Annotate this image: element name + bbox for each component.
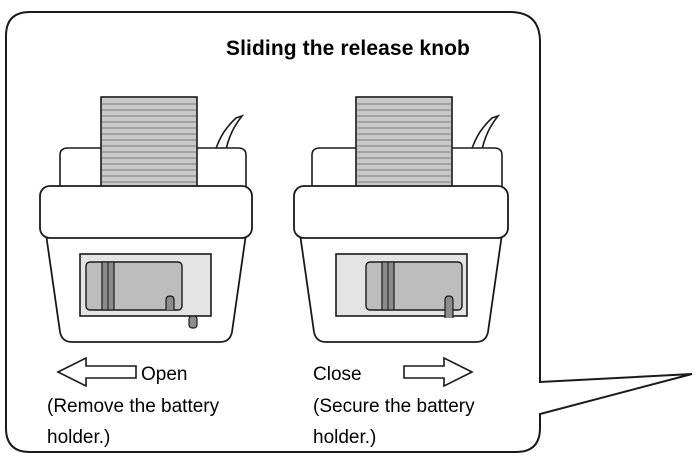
release-knob	[365, 261, 463, 311]
release-knob	[85, 261, 183, 311]
close-description-line1: (Secure the battery	[313, 396, 475, 417]
close-label: Close	[313, 364, 362, 385]
close-description-line2: holder.)	[313, 427, 377, 448]
open-description-line1: (Remove the battery	[47, 396, 220, 417]
diagram-title: Sliding the release knob	[226, 37, 470, 60]
arrow-left-icon	[56, 356, 137, 388]
device-open	[39, 96, 253, 343]
housing-cap	[293, 185, 509, 239]
open-label: Open	[141, 364, 188, 385]
latch-pin	[444, 295, 454, 318]
strap	[355, 96, 453, 200]
strap	[100, 96, 198, 200]
latch-pin	[165, 295, 175, 310]
housing-cap	[39, 185, 253, 239]
arrow-right-icon	[403, 356, 474, 388]
callout-bubble	[5, 11, 693, 453]
latch-tab	[188, 315, 198, 329]
open-description-line2: holder.)	[47, 427, 111, 448]
device-close	[293, 96, 509, 343]
